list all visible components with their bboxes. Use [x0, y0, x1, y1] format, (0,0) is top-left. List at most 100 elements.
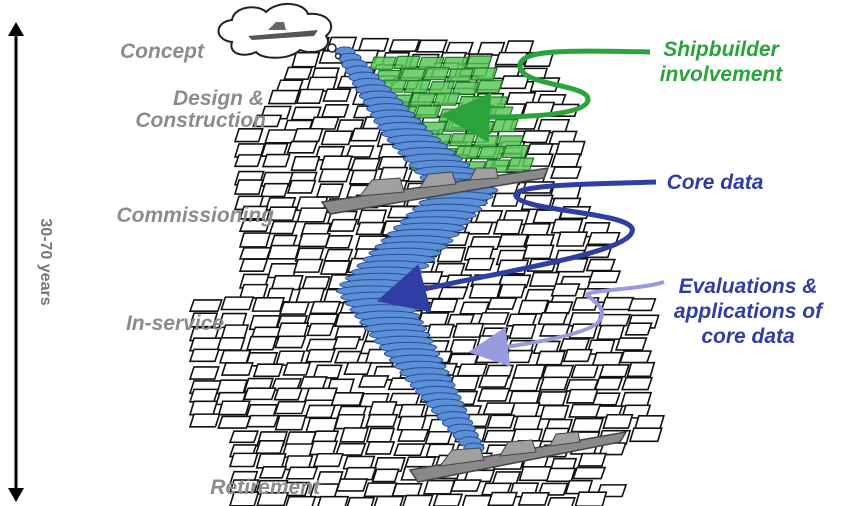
document-sheet	[317, 495, 350, 506]
document-sheet	[278, 301, 311, 315]
document-sheet	[233, 154, 263, 168]
document-sheet	[315, 183, 345, 198]
document-sheet	[286, 179, 317, 194]
document-sheet	[512, 415, 543, 431]
shipbuilder-callout-arrow	[440, 48, 651, 143]
document-sheet	[499, 75, 531, 90]
document-sheet	[332, 336, 362, 350]
document-sheet	[333, 413, 366, 430]
document-sheet	[265, 206, 298, 221]
shipbuilder-document-sheet	[448, 133, 477, 147]
commissioning-ship-icon	[320, 167, 550, 215]
design-label-line-2: Construction	[135, 109, 266, 132]
document-sheet	[215, 379, 249, 395]
stage-label-in-service: In-service	[125, 312, 224, 335]
document-sheet	[297, 232, 331, 248]
document-sheet	[550, 153, 582, 168]
document-sheet	[585, 258, 616, 272]
document-sheet	[491, 471, 522, 485]
shipbuilder-document-sheet	[456, 96, 485, 110]
document-sheet	[233, 179, 264, 195]
document-sheet	[357, 375, 390, 388]
document-sheet	[492, 219, 524, 235]
document-sheet	[292, 258, 324, 273]
document-sheet	[546, 497, 577, 506]
document-sheet	[312, 364, 343, 379]
document-sheet	[424, 430, 454, 445]
document-sheet	[330, 391, 365, 407]
document-sheet	[320, 104, 350, 118]
document-sheet	[256, 492, 290, 506]
document-sheet	[591, 392, 621, 406]
document-sheet	[397, 428, 430, 442]
document-sheet	[298, 376, 328, 390]
document-sheet	[309, 300, 342, 315]
document-sheet	[188, 299, 223, 313]
shipbuilder-document-sheet	[501, 144, 530, 159]
document-sheet	[562, 348, 593, 363]
document-sheet	[436, 246, 467, 263]
document-sheet	[490, 192, 522, 207]
document-sheet	[570, 417, 605, 433]
stage-label-concept: Concept	[120, 40, 204, 63]
document-sheet	[317, 168, 352, 183]
document-sheet	[596, 324, 626, 340]
document-sheet	[402, 494, 434, 506]
document-sheet	[452, 322, 485, 338]
shipbuilder-document-sheet	[408, 92, 437, 106]
shipbuilder-document-sheet	[403, 79, 432, 94]
document-sheet	[619, 350, 653, 364]
callout-evaluations-line-3: core data	[701, 325, 795, 348]
document-sheet	[220, 296, 255, 311]
document-sheet	[308, 440, 339, 456]
shipbuilder-document-sheet	[398, 68, 427, 82]
stage-label-commissioning: Commissioning	[116, 204, 274, 227]
document-sheet	[520, 130, 552, 144]
document-sheet	[220, 324, 250, 340]
document-sheet	[537, 312, 569, 325]
document-sheet	[282, 362, 312, 376]
callout-shipbuilder-line-1: Shipbuilder	[663, 38, 779, 61]
stage-label-retirement: Retirement	[210, 476, 320, 499]
document-sheet	[621, 376, 654, 391]
callout-evaluations-line-1: Evaluations &	[678, 275, 818, 298]
shipbuilder-document-sheet	[369, 56, 397, 70]
document-sheet	[188, 388, 219, 403]
document-sheet	[503, 40, 535, 55]
document-sheet	[549, 166, 583, 179]
document-sheet	[448, 339, 478, 355]
document-sheet	[188, 400, 219, 416]
document-sheet	[594, 377, 624, 391]
document-sheet	[518, 465, 553, 482]
document-sheet	[233, 127, 264, 143]
document-sheet	[461, 494, 495, 506]
document-sheet	[372, 456, 406, 473]
shipbuilder-document-sheet	[470, 67, 499, 81]
document-sheet	[284, 431, 317, 446]
document-sheet	[276, 322, 310, 338]
stage-label-design-construction: Design & Construction	[100, 88, 266, 132]
document-sheet	[242, 387, 277, 401]
document-sheet	[624, 322, 653, 336]
document-sheet	[357, 37, 390, 52]
document-sheet	[425, 323, 455, 339]
document-sheet	[497, 283, 527, 299]
document-sheet	[291, 51, 321, 68]
document-sheet	[391, 482, 423, 497]
document-sheet	[258, 465, 288, 479]
document-sheet	[496, 233, 529, 248]
document-sheet	[245, 414, 280, 428]
shipbuilder-document-sheet	[477, 145, 506, 160]
document-sheet	[261, 153, 291, 168]
document-sheet	[305, 348, 336, 363]
document-sheet	[628, 427, 663, 443]
duration-label: 30-70 years	[37, 218, 54, 306]
document-sheet	[349, 127, 382, 142]
document-sheet	[550, 218, 584, 234]
document-sheet	[487, 491, 518, 506]
document-sheet	[188, 413, 221, 428]
document-sheet	[260, 182, 290, 198]
document-sheet	[463, 469, 496, 483]
document-sheet	[368, 401, 398, 417]
document-sheet	[304, 404, 337, 419]
